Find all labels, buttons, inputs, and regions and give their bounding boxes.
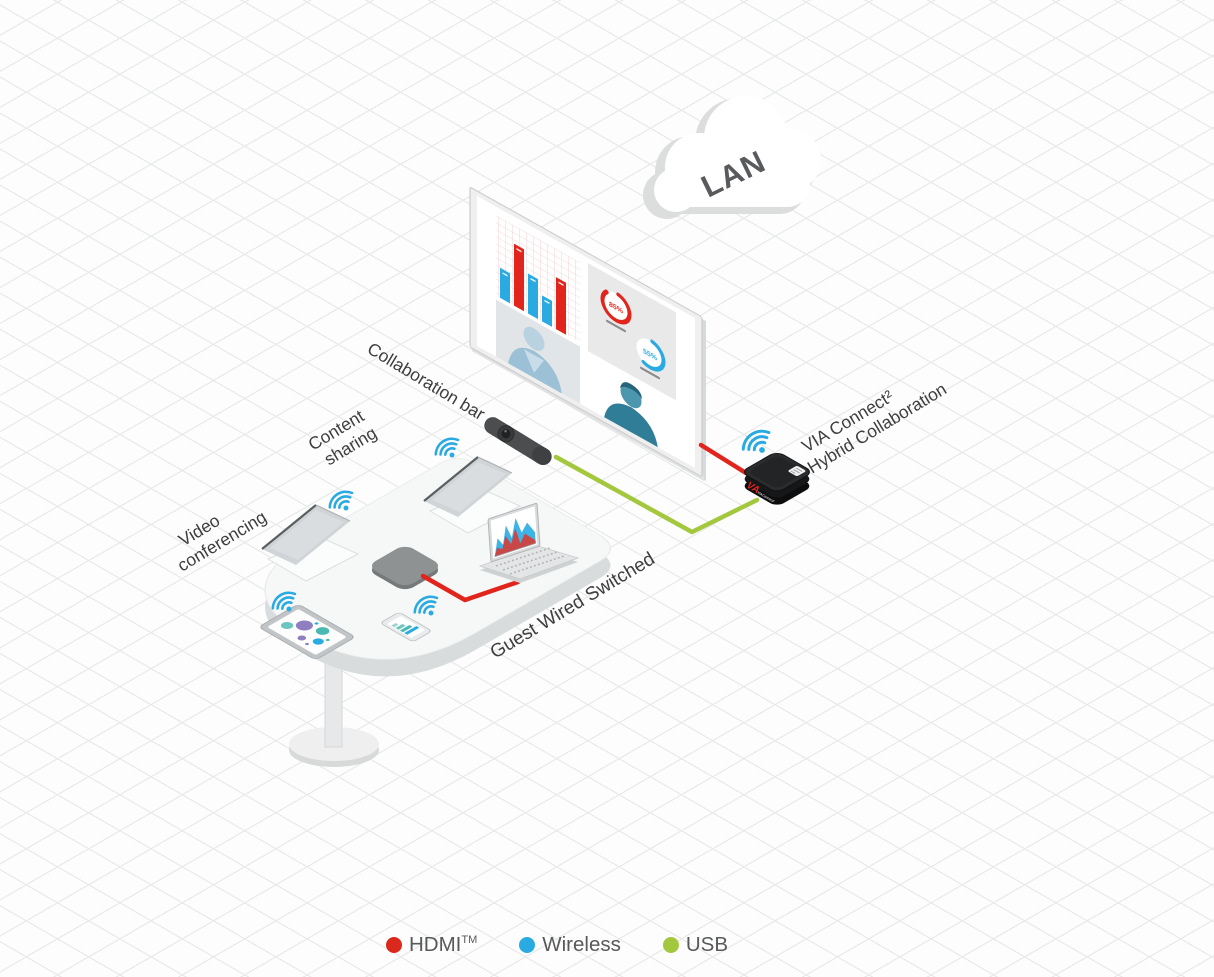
laptop-back-icon — [423, 456, 522, 534]
video-conferencing-label: Video conferencing — [174, 507, 270, 576]
wifi-icon — [741, 429, 771, 453]
laptop-open-icon — [478, 502, 580, 583]
via-connect-label: VIA Connect² Hybrid Collaboration — [798, 379, 950, 478]
wifi-icon — [271, 591, 297, 612]
content-sharing-label: Content sharing — [305, 406, 380, 470]
wifi-icon — [328, 490, 354, 511]
tv-bar-chart — [496, 215, 580, 343]
hdmi-cable-tv-to-via — [698, 442, 749, 476]
usb-cable-bar-to-via — [553, 454, 760, 535]
collaboration-bar-camera-icon — [484, 417, 552, 466]
lan-cloud-icon: LAN — [643, 96, 821, 219]
laptop-back-icon — [261, 504, 360, 582]
legend: HDMITM Wireless USB — [385, 933, 729, 957]
usb-dot-icon — [662, 937, 679, 953]
wifi-icon — [413, 595, 439, 616]
via-top-icon — [788, 466, 806, 476]
tv-donut-charts: 85% 55% — [588, 263, 676, 401]
legend-label-hdmi: HDMITM — [408, 933, 478, 956]
tv-person-2 — [588, 355, 676, 458]
tv-display-icon: 85% 55% — [469, 187, 706, 482]
legend-label-usb: USB — [685, 933, 729, 956]
via-connect-device-icon: VA VIAConnect² — [744, 452, 810, 505]
hdmi-dot-icon — [385, 937, 402, 953]
table-pedestal — [289, 651, 379, 767]
legend-item-wireless: Wireless — [519, 933, 621, 957]
hdmi-cable-hub-to-laptop — [420, 573, 521, 603]
tablet-icon — [260, 605, 354, 659]
wifi-icon — [434, 437, 460, 458]
wireless-dot-icon — [519, 937, 536, 953]
legend-item-hdmi: HDMITM — [385, 933, 478, 957]
legend-item-usb: USB — [662, 933, 729, 957]
smartphone-icon — [381, 612, 431, 642]
tv-person-1 — [496, 299, 580, 404]
legend-label-wireless: Wireless — [542, 933, 621, 956]
collaboration-bar-label: Collaboration bar — [364, 338, 489, 424]
